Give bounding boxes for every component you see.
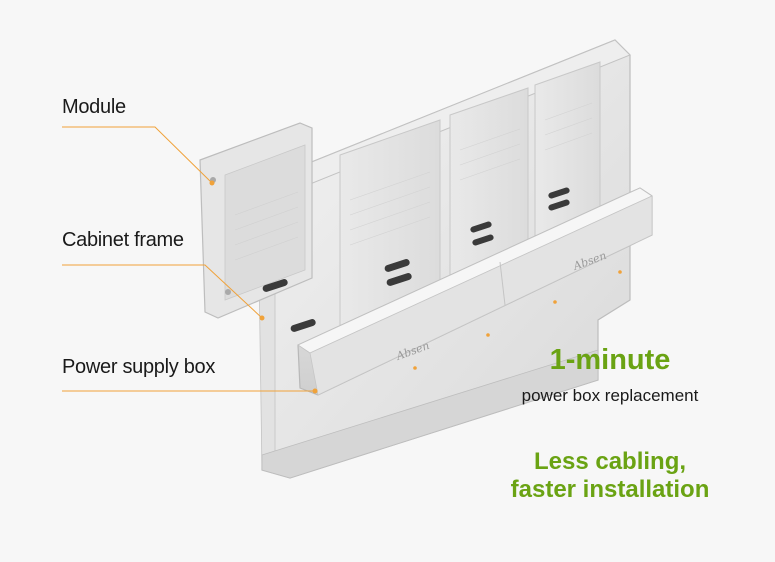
callout-power-supply-label: Power supply box bbox=[62, 356, 216, 378]
callout-lines bbox=[62, 126, 315, 392]
callout-line-module bbox=[62, 126, 213, 184]
power-supply-box: Absen Absen bbox=[297, 187, 653, 396]
module-panel bbox=[199, 122, 313, 319]
callout-line-cabinet bbox=[62, 264, 263, 319]
highlight-headline-2-line1: Less cabling, bbox=[533, 448, 687, 475]
highlight-headline-1: 1-minute bbox=[549, 344, 671, 376]
highlight-sub-1: power box replacement bbox=[521, 386, 699, 405]
highlight-headline-2-line2: faster installation bbox=[510, 476, 710, 503]
callout-module-label: Module bbox=[62, 96, 126, 118]
callout-cabinet-frame-label: Cabinet frame bbox=[62, 229, 184, 251]
